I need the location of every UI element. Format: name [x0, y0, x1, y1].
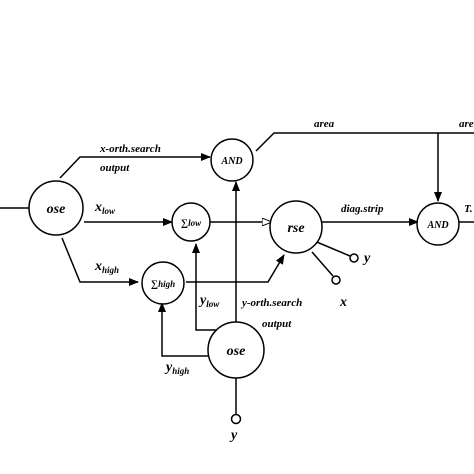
node-and-right [416, 202, 460, 246]
node-and-right-label: AND [426, 220, 448, 231]
node-sum-low-label: ∑low [181, 218, 202, 229]
edge-area [255, 132, 474, 152]
node-rse [269, 200, 323, 254]
var-rse-y: y [362, 251, 371, 266]
node-sum-low [171, 202, 211, 242]
edge-y-high [158, 302, 212, 357]
label-area-2: are [459, 118, 474, 130]
edge-y-low [192, 243, 222, 331]
edge-rse-y [311, 239, 351, 257]
terminals [230, 253, 359, 425]
var-y-low: ylow [198, 293, 220, 309]
nodes [28, 138, 460, 379]
label-x-orth-output: output [100, 162, 130, 174]
label-diag-strip: diag.strip [341, 203, 384, 215]
label-y-orth-search: y-orth.search [240, 297, 302, 309]
node-and-top [210, 138, 254, 182]
var-rse-x: x [339, 295, 347, 310]
edge-sum-high-to-rse [186, 254, 285, 283]
terminal-rse-y [349, 253, 359, 263]
label-x-orth-search: x-orth.search [99, 143, 161, 155]
node-ose-left-label: ose [47, 202, 66, 217]
node-sum-high [141, 261, 185, 305]
node-rse-label: rse [287, 221, 304, 236]
node-ose-left [28, 180, 84, 236]
var-bottom-y: y [229, 428, 238, 443]
var-x-high: xhigh [94, 259, 119, 275]
terminal-rse-x [331, 275, 341, 285]
label-area-1: area [314, 118, 335, 130]
node-sum-high-label: ∑high [151, 279, 175, 290]
connections [0, 132, 474, 414]
label-y-orth-output: output [262, 318, 292, 330]
terminal-bottom-y [230, 413, 242, 425]
edge-x-high [61, 237, 139, 286]
edge-x-orth-search [59, 153, 211, 179]
node-ose-bottom [207, 321, 265, 379]
edge-rse-x [311, 251, 334, 277]
var-x-low: xlow [94, 200, 116, 216]
var-y-high: yhigh [164, 360, 189, 376]
node-ose-bottom-label: ose [227, 344, 246, 359]
node-and-top-label: AND [220, 156, 242, 167]
label-t-cut: T. [464, 203, 472, 215]
